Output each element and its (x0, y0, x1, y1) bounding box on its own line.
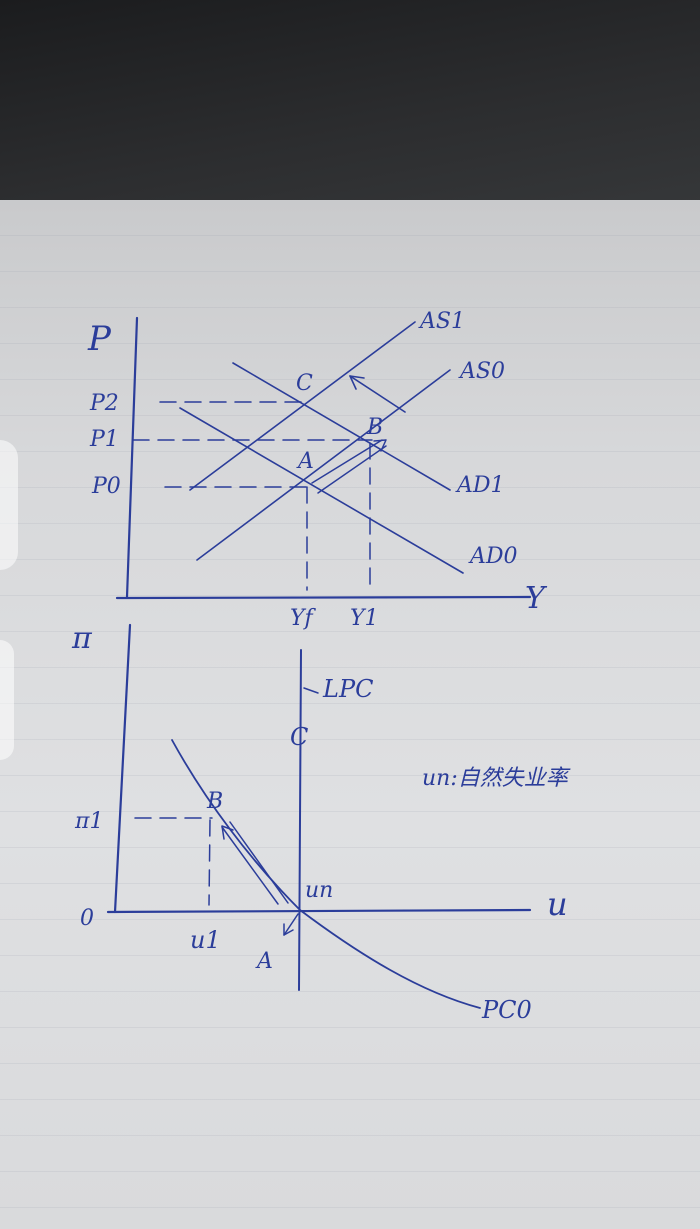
arrowhead (221, 825, 234, 840)
price-axis-label: P (87, 319, 112, 359)
u1-label: u1 (190, 926, 221, 954)
un-label: un (305, 878, 333, 903)
u1-guide (208, 819, 211, 906)
output-axis-label: Y (525, 581, 548, 616)
p0-label: P0 (91, 474, 121, 499)
unemployment-axis (106, 908, 532, 914)
inflation-axis-label: π (71, 621, 93, 656)
point-b-label: B (206, 789, 223, 814)
natural-rate-note: un:自然失业率 (422, 766, 571, 791)
lpc-label: LPC (322, 675, 373, 703)
ad0-label: AD0 (468, 544, 518, 569)
origin-label: 0 (80, 906, 94, 931)
ad1-label: AD1 (455, 473, 505, 498)
as-shift-arrow (349, 375, 406, 413)
arrowhead (349, 375, 365, 390)
point-a-label: A (296, 449, 314, 474)
unemployment-axis-label: u (547, 885, 568, 923)
point-c-label: C (296, 371, 313, 396)
watermark-shape (0, 640, 14, 760)
ad1-curve (232, 362, 451, 491)
adjustment-arrow (311, 439, 387, 494)
point-b-label: B (366, 415, 383, 440)
b-movement-arrow (221, 821, 289, 905)
arrowhead (373, 439, 387, 452)
a-pointer-arrow (283, 913, 299, 936)
p2-label: P2 (89, 391, 119, 416)
inflation-axis (113, 623, 132, 914)
desk-background (0, 0, 700, 230)
point-a-label: A (255, 949, 273, 974)
phillips-curve-graph: π u 0 π1 u1 un PC0 LPC A B C un:自然失业率 (71, 621, 571, 1024)
as0-label: AS0 (458, 359, 505, 384)
pi1-label: π1 (74, 809, 103, 834)
as0-curve (196, 369, 451, 561)
y1-label: Y1 (350, 606, 379, 631)
point-c-label: C (290, 723, 308, 751)
output-axis (115, 595, 532, 600)
yf-label: Yf (290, 606, 317, 631)
as1-curve (189, 321, 416, 491)
price-axis (125, 316, 139, 599)
as-ad-graph: P Y P0 P1 P2 Yf Y1 AS1 AS0 AD1 AD0 A B C (87, 309, 548, 631)
lpc-pointer (303, 687, 319, 694)
p1-label: P1 (89, 427, 119, 452)
pc0-label: PC0 (481, 996, 532, 1024)
watermark-shape (0, 440, 18, 570)
pc0-curve (171, 739, 481, 1009)
arrowhead (283, 923, 294, 936)
as1-label: AS1 (418, 309, 465, 334)
lpc-curve (298, 649, 302, 991)
